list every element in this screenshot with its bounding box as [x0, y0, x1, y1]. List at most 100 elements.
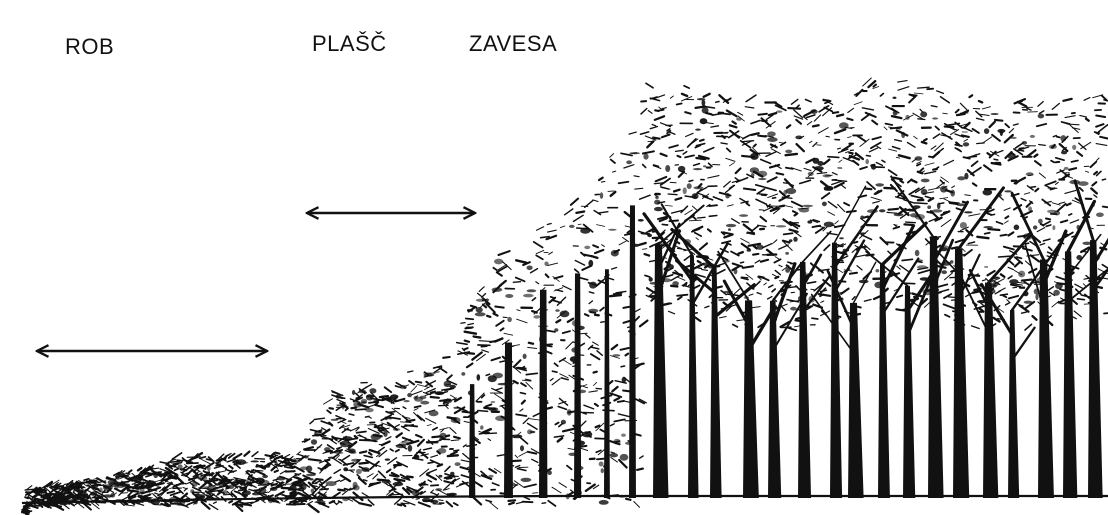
foliage-stroke [634, 502, 640, 508]
foliage-stroke [950, 203, 958, 204]
foliage-stroke [536, 282, 539, 284]
foliage-clump [700, 118, 708, 124]
foliage-stroke [402, 504, 405, 506]
foliage-clump [90, 492, 97, 496]
foliage-stroke [1061, 220, 1068, 222]
foliage-stroke [952, 247, 957, 248]
foliage-stroke [88, 482, 96, 483]
foliage-stroke [968, 242, 974, 244]
foliage-stroke [775, 257, 779, 260]
foliage-stroke [656, 177, 667, 181]
foliage-clump [140, 487, 145, 493]
foliage-stroke [343, 456, 350, 460]
foliage-clump [523, 354, 527, 359]
foliage-stroke [661, 154, 667, 156]
foliage-clump [365, 408, 373, 412]
foliage-clump [147, 480, 156, 487]
foliage-clump [599, 500, 609, 505]
foliage-stroke [626, 354, 629, 356]
foliage-stroke [792, 202, 802, 207]
foliage-stroke [972, 326, 980, 329]
foliage-stroke [586, 334, 591, 338]
tree-branch [1012, 244, 1059, 310]
foliage-stroke [689, 220, 701, 221]
foliage-clump [382, 480, 392, 483]
foliage-stroke [1008, 267, 1013, 269]
foliage-clump [940, 186, 947, 193]
foliage-clump [739, 214, 748, 217]
foliage-stroke [711, 126, 719, 127]
foliage-clump [611, 250, 619, 257]
foliage-stroke [640, 243, 646, 245]
foliage-stroke [982, 107, 990, 109]
foliage-stroke [841, 185, 845, 188]
foliage-clump [343, 436, 353, 441]
foliage-stroke [492, 358, 501, 361]
foliage-clump [115, 483, 119, 490]
foliage-stroke [720, 317, 727, 318]
foliage-stroke [977, 237, 988, 238]
foliage-stroke [838, 148, 841, 149]
foliage-stroke [788, 108, 800, 109]
foliage-stroke [745, 107, 754, 108]
foliage-stroke [159, 490, 162, 492]
foliage-clump [233, 461, 241, 463]
foliage-stroke [594, 382, 597, 385]
foliage-stroke [173, 488, 182, 489]
foliage-stroke [1009, 296, 1018, 299]
foliage-stroke [523, 418, 529, 423]
foliage-stroke [369, 417, 372, 419]
foliage-clump [256, 478, 264, 481]
foliage-stroke [457, 343, 467, 345]
foliage-stroke [908, 143, 916, 148]
foliage-stroke [555, 423, 558, 425]
foliage-clump [1033, 225, 1037, 229]
foliage-stroke [485, 433, 497, 434]
foliage-clump [477, 374, 481, 381]
foliage-clump [167, 472, 171, 477]
foliage-stroke [724, 181, 731, 187]
foliage-stroke [677, 104, 682, 105]
foliage-stroke [698, 268, 701, 269]
foliage-stroke [612, 268, 617, 270]
foliage-clump [824, 222, 834, 228]
foliage-clump [343, 467, 348, 471]
foliage-stroke [662, 224, 667, 225]
foliage-stroke [317, 479, 323, 480]
foliage-stroke [445, 467, 450, 472]
foliage-stroke [733, 122, 736, 124]
foliage-clump [451, 417, 461, 423]
shrub-trunk [504, 342, 513, 498]
foliage-stroke [779, 265, 782, 267]
foliage-stroke [853, 161, 858, 165]
foliage-stroke [761, 217, 767, 222]
foliage-stroke [1080, 115, 1087, 117]
foliage-stroke [1039, 111, 1043, 114]
foliage-clump [600, 192, 603, 199]
tree-branch [882, 226, 913, 290]
foliage-stroke [941, 97, 950, 103]
foliage-stroke [386, 437, 391, 440]
foliage-stroke [1034, 155, 1037, 157]
foliage-clump [622, 377, 627, 382]
foliage-stroke [533, 493, 538, 494]
foliage-clump [304, 438, 308, 440]
foliage-clump [932, 209, 943, 212]
foliage-stroke [1046, 219, 1050, 220]
foliage-stroke [738, 252, 742, 254]
foliage-stroke [431, 485, 438, 486]
foliage-stroke [611, 160, 615, 163]
foliage-stroke [416, 499, 419, 500]
foliage-stroke [395, 425, 399, 427]
foliage-stroke [229, 466, 233, 469]
foliage-clump [957, 176, 965, 180]
foliage-clump [725, 193, 730, 199]
foliage-clump [1078, 181, 1089, 186]
foliage-stroke [536, 250, 544, 253]
foliage-stroke [523, 502, 533, 503]
foliage-stroke [489, 469, 496, 473]
foliage-stroke [546, 344, 552, 345]
foliage-clump [649, 277, 653, 282]
foliage-stroke [486, 304, 494, 312]
foliage-stroke [964, 139, 968, 141]
